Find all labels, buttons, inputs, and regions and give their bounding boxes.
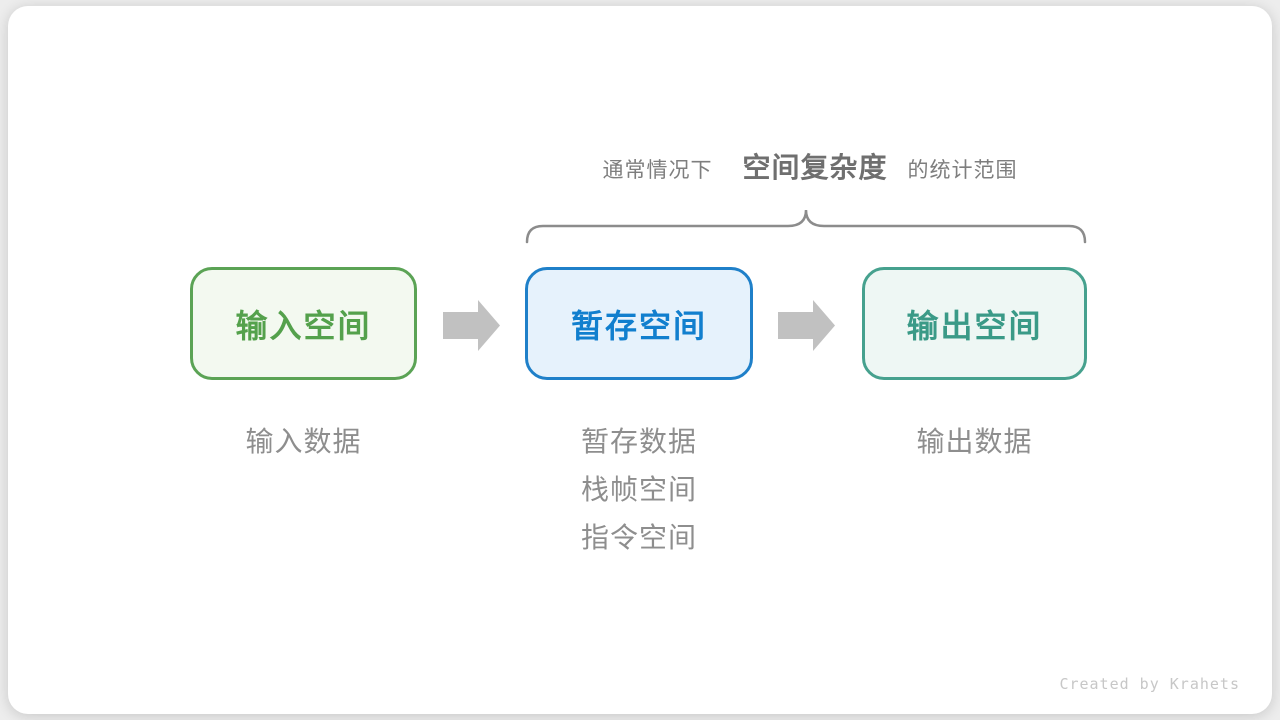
buffer-space-sublabels: 暂存数据 栈帧空间 指令空间	[525, 418, 753, 562]
caption-suffix: 的统计范围	[907, 159, 1018, 182]
sublabel-instruction-space: 指令空间	[580, 522, 697, 553]
curly-brace-icon	[525, 209, 1087, 244]
output-space-box: 输出空间	[862, 267, 1087, 380]
output-space-sublabels: 输出数据	[862, 418, 1087, 466]
output-space-label: 输出空间	[906, 307, 1043, 344]
caption-highlight: 空间复杂度	[742, 152, 888, 183]
watermark: Created by Krahets	[1059, 675, 1240, 693]
arrow-right-icon	[443, 300, 500, 351]
sublabel-buffer-data: 暂存数据	[580, 426, 697, 457]
input-space-sublabels: 输入数据	[190, 418, 417, 466]
buffer-space-box: 暂存空间	[525, 267, 753, 380]
input-space-box: 输入空间	[190, 267, 417, 380]
sublabel-stack-frame-space: 栈帧空间	[580, 474, 697, 505]
sublabel-input-data: 输入数据	[245, 426, 362, 457]
buffer-space-label: 暂存空间	[570, 307, 707, 344]
arrow-right-icon	[778, 300, 835, 351]
diagram-card: 通常情况下 空间复杂度 的统计范围 输入空间 暂存空间 输出空间 输入数据 暂存…	[8, 6, 1272, 714]
brace-caption: 通常情况下 空间复杂度 的统计范围	[410, 146, 1210, 186]
sublabel-output-data: 输出数据	[916, 426, 1033, 457]
caption-prefix: 通常情况下	[602, 159, 713, 182]
input-space-label: 输入空间	[235, 307, 372, 344]
